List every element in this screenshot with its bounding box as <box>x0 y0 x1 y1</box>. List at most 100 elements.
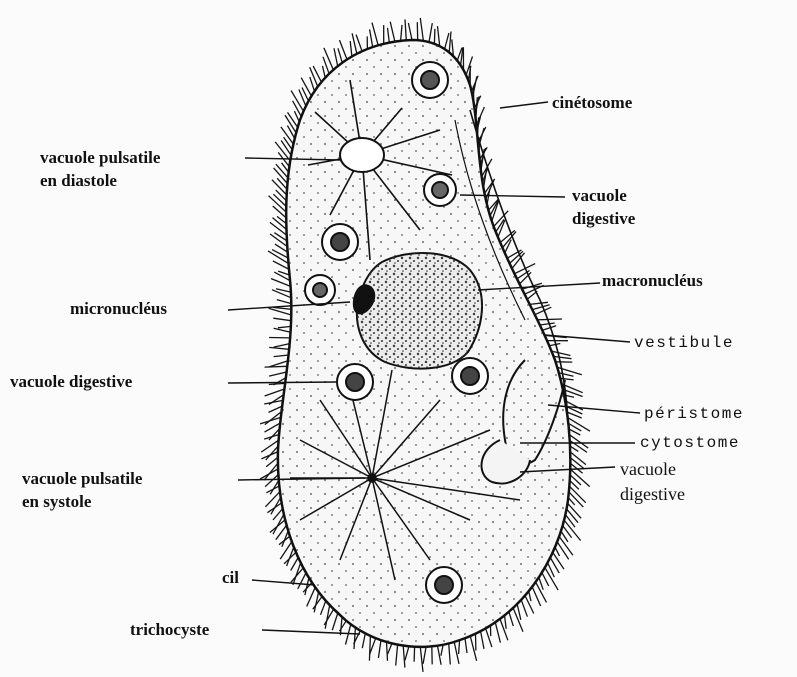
label-peristome: péristome <box>644 403 744 425</box>
cilium <box>277 178 287 189</box>
cilium <box>420 647 423 672</box>
cilium <box>509 612 513 626</box>
cilium <box>569 492 583 507</box>
cilium <box>356 35 362 52</box>
cilium <box>274 328 291 332</box>
cilium <box>559 373 574 377</box>
cilium <box>274 355 289 357</box>
cilium <box>346 624 351 644</box>
label-cytostome: cytostome <box>640 432 740 454</box>
cilium <box>481 631 484 649</box>
cilium <box>274 344 290 348</box>
cilium <box>334 48 338 66</box>
cilium <box>350 41 352 56</box>
cilium <box>570 475 581 485</box>
cilium <box>264 435 279 440</box>
label-vestibule: vestibule <box>634 332 734 354</box>
cilium <box>323 66 326 78</box>
label-vacuole-pulsatile-diastole-2: en diastole <box>40 170 117 192</box>
cilium <box>390 22 395 42</box>
cilium <box>540 323 555 325</box>
cilium <box>298 573 306 589</box>
cilium <box>281 141 291 156</box>
cilium <box>405 646 409 660</box>
cilium <box>505 615 507 628</box>
cilium <box>310 67 318 86</box>
cilium <box>445 33 449 49</box>
cilium <box>557 542 569 560</box>
cilium <box>568 503 582 518</box>
cilium <box>429 23 432 42</box>
label-micronucleus: micronucléus <box>70 298 167 320</box>
cilium <box>276 190 287 201</box>
cilium <box>530 302 548 304</box>
cilium <box>266 486 279 493</box>
cilium <box>278 326 291 327</box>
cilium <box>273 206 287 218</box>
cilium <box>495 622 500 642</box>
cilium <box>567 509 579 523</box>
cilium <box>388 643 393 654</box>
label-vacuole-digestive-lower-1: vacuole <box>620 458 676 480</box>
cilium <box>273 218 287 230</box>
cilium <box>261 452 278 459</box>
cilium <box>369 636 370 661</box>
label-macronucleus: macronucléus <box>602 270 703 292</box>
cilium <box>370 29 373 47</box>
cilium <box>265 366 288 367</box>
cilium <box>554 356 572 358</box>
cilium <box>265 389 285 396</box>
cilium <box>420 18 423 41</box>
cilium <box>284 552 296 564</box>
cilium <box>269 347 289 349</box>
cilium <box>274 272 290 281</box>
label-cinetosome: cinétosome <box>552 92 632 114</box>
cilium <box>260 417 281 424</box>
cilium <box>301 78 311 96</box>
cilium <box>542 573 549 586</box>
cilium <box>408 23 412 40</box>
cilium <box>332 613 338 630</box>
cilium <box>279 536 290 545</box>
cilium <box>261 440 278 452</box>
cilium <box>388 28 390 43</box>
label-vacuole-digestive-upper-2: digestive <box>572 208 635 230</box>
cilium <box>277 300 292 304</box>
cilium <box>459 640 460 654</box>
cilium <box>570 458 584 469</box>
cilium <box>387 642 388 661</box>
cilium <box>396 645 398 666</box>
cilium <box>405 19 406 40</box>
label-vacuole-pulsatile-systole-2: en systole <box>22 491 91 513</box>
cilium <box>307 587 316 606</box>
cilium <box>465 638 467 653</box>
cilium <box>293 101 302 117</box>
cilium <box>273 194 286 206</box>
cilium <box>525 596 534 614</box>
cilium <box>434 29 435 44</box>
label-vacuole-digestive-upper-1: vacuole <box>572 185 627 207</box>
cilium <box>284 137 293 149</box>
cilium <box>273 318 291 321</box>
label-vacuole-pulsatile-diastole-1: vacuole pulsatile <box>40 147 160 169</box>
cilium <box>269 372 287 376</box>
cilium <box>270 222 287 235</box>
cilium <box>513 608 523 632</box>
cilium <box>267 503 281 513</box>
cilium <box>438 26 440 46</box>
cilium <box>293 563 301 585</box>
cilium <box>338 48 342 62</box>
cilium <box>403 646 405 668</box>
cilium <box>423 647 426 664</box>
cilium <box>324 48 333 70</box>
cilium <box>310 77 315 91</box>
cilium <box>549 344 560 346</box>
cilium <box>273 307 291 309</box>
cilium <box>542 326 556 331</box>
label-vacuole-pulsatile-systole-1: vacuole pulsatile <box>22 468 142 490</box>
cilium <box>269 383 285 384</box>
cilium <box>401 25 402 41</box>
cilium <box>276 289 291 292</box>
label-cil: cil <box>222 567 239 589</box>
